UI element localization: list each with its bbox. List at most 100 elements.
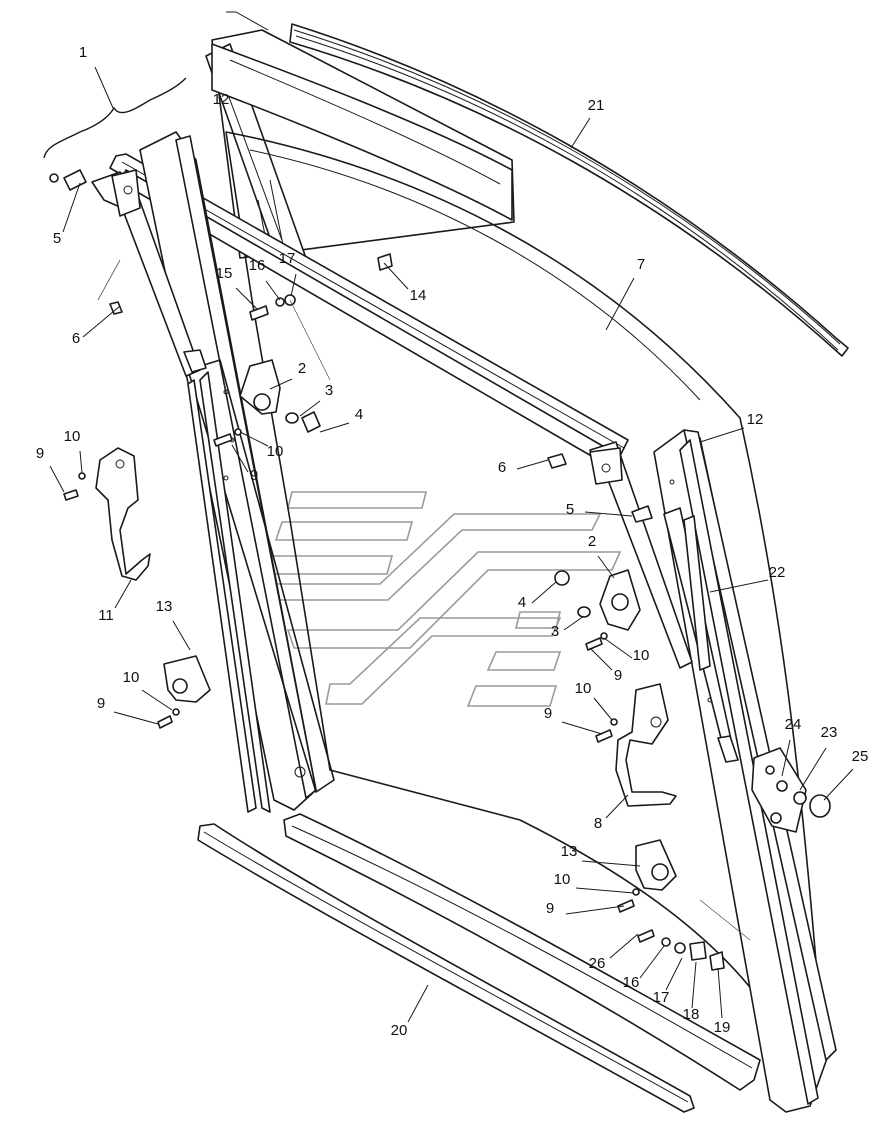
callout-c10c: 10 xyxy=(123,669,140,686)
callout-c22: 22 xyxy=(769,564,786,581)
leader-line xyxy=(593,697,613,721)
callout-c5b: 5 xyxy=(566,501,574,518)
leader-line xyxy=(609,933,639,959)
callout-c4a: 4 xyxy=(355,406,363,423)
leader-line xyxy=(265,280,281,301)
callout-c12a: 12 xyxy=(213,91,230,108)
left-rail xyxy=(139,131,335,813)
leader-line xyxy=(584,511,633,517)
top-seal xyxy=(289,23,849,357)
alignment-lines xyxy=(97,259,751,941)
latches xyxy=(163,359,677,891)
leader-line xyxy=(603,637,633,659)
callout-c10b: 10 xyxy=(267,443,284,460)
leader-line xyxy=(290,273,297,297)
callout-c25: 25 xyxy=(852,748,869,765)
callout-c16a: 16 xyxy=(249,257,266,274)
leader-line xyxy=(172,620,191,651)
leader-line xyxy=(605,277,635,331)
handles xyxy=(95,447,677,807)
leader-line xyxy=(235,287,259,311)
callout-c24: 24 xyxy=(785,716,802,733)
leader-line xyxy=(383,262,409,290)
leader-line xyxy=(407,984,429,1023)
leader-line xyxy=(709,579,769,593)
leader-line xyxy=(62,182,81,233)
leader-line xyxy=(665,957,683,991)
callout-c16b: 16 xyxy=(623,974,640,991)
leader-line xyxy=(531,581,557,604)
callout-c15: 15 xyxy=(216,265,233,282)
leader-line xyxy=(113,711,159,725)
leader-line xyxy=(691,961,697,1009)
leader-line xyxy=(823,768,854,801)
callout-c23: 23 xyxy=(821,724,838,741)
callout-c10e: 10 xyxy=(575,680,592,697)
bottom-seal xyxy=(197,813,761,1113)
callout-c6a: 6 xyxy=(72,330,80,347)
callout-c21: 21 xyxy=(588,97,605,114)
callout-c4b: 4 xyxy=(518,594,526,611)
leader-line xyxy=(563,615,585,631)
leader-line xyxy=(516,459,549,470)
leader-line xyxy=(94,66,114,109)
leader-line xyxy=(799,747,827,791)
leader-line xyxy=(781,739,791,777)
leader-line xyxy=(269,378,293,390)
side-bracket xyxy=(751,747,831,833)
callout-c9d: 9 xyxy=(614,667,622,684)
leader-line xyxy=(299,400,321,417)
callout-c5a: 5 xyxy=(53,230,61,247)
callout-c10d: 10 xyxy=(633,647,650,664)
callout-c3b: 3 xyxy=(551,623,559,640)
assembly-brace xyxy=(43,77,187,159)
callout-c19: 19 xyxy=(714,1019,731,1036)
callout-c11: 11 xyxy=(98,607,114,624)
callout-c2b: 2 xyxy=(588,533,596,550)
callout-c10a: 10 xyxy=(64,428,81,445)
callout-c9f: 9 xyxy=(546,900,554,917)
callout-c13a: 13 xyxy=(156,598,173,615)
leader-line xyxy=(581,860,641,867)
leader-line xyxy=(231,444,249,473)
glass-panel xyxy=(225,131,821,1011)
leader-line xyxy=(239,431,269,447)
callout-c9a: 9 xyxy=(36,445,44,462)
leader-line xyxy=(114,579,132,609)
callout-c7: 7 xyxy=(637,256,645,273)
leader-lines xyxy=(49,66,854,1023)
callout-c18: 18 xyxy=(683,1006,700,1023)
leader-line xyxy=(82,305,121,338)
callout-c6b: 6 xyxy=(498,459,506,476)
leader-line xyxy=(575,887,635,894)
callout-c26: 26 xyxy=(589,955,606,972)
callout-c17a: 17 xyxy=(279,250,296,267)
leader-line xyxy=(717,967,723,1019)
callout-c9e: 9 xyxy=(544,705,552,722)
watermark-logo xyxy=(244,491,622,707)
callout-c9c: 9 xyxy=(97,695,105,712)
right-lift-arm xyxy=(589,441,739,763)
callout-c8: 8 xyxy=(594,815,602,832)
leader-line xyxy=(589,647,613,671)
callout-c3a: 3 xyxy=(325,382,333,399)
fasteners xyxy=(49,169,725,971)
callout-c9b: 9 xyxy=(250,467,258,484)
leader-line xyxy=(699,427,745,443)
leader-line xyxy=(561,721,603,735)
leader-line xyxy=(565,905,625,915)
callout-c20: 20 xyxy=(391,1022,408,1039)
callout-c12b: 12 xyxy=(747,411,764,428)
leader-line xyxy=(49,465,65,493)
callout-c14: 14 xyxy=(410,287,427,304)
leader-line xyxy=(141,689,173,711)
callout-c1: 1 xyxy=(79,44,87,61)
left-lift-arm xyxy=(91,169,207,377)
callout-c10f: 10 xyxy=(554,871,571,888)
leader-line xyxy=(639,945,665,979)
leader-line xyxy=(79,450,83,474)
callout-c17b: 17 xyxy=(653,989,670,1006)
